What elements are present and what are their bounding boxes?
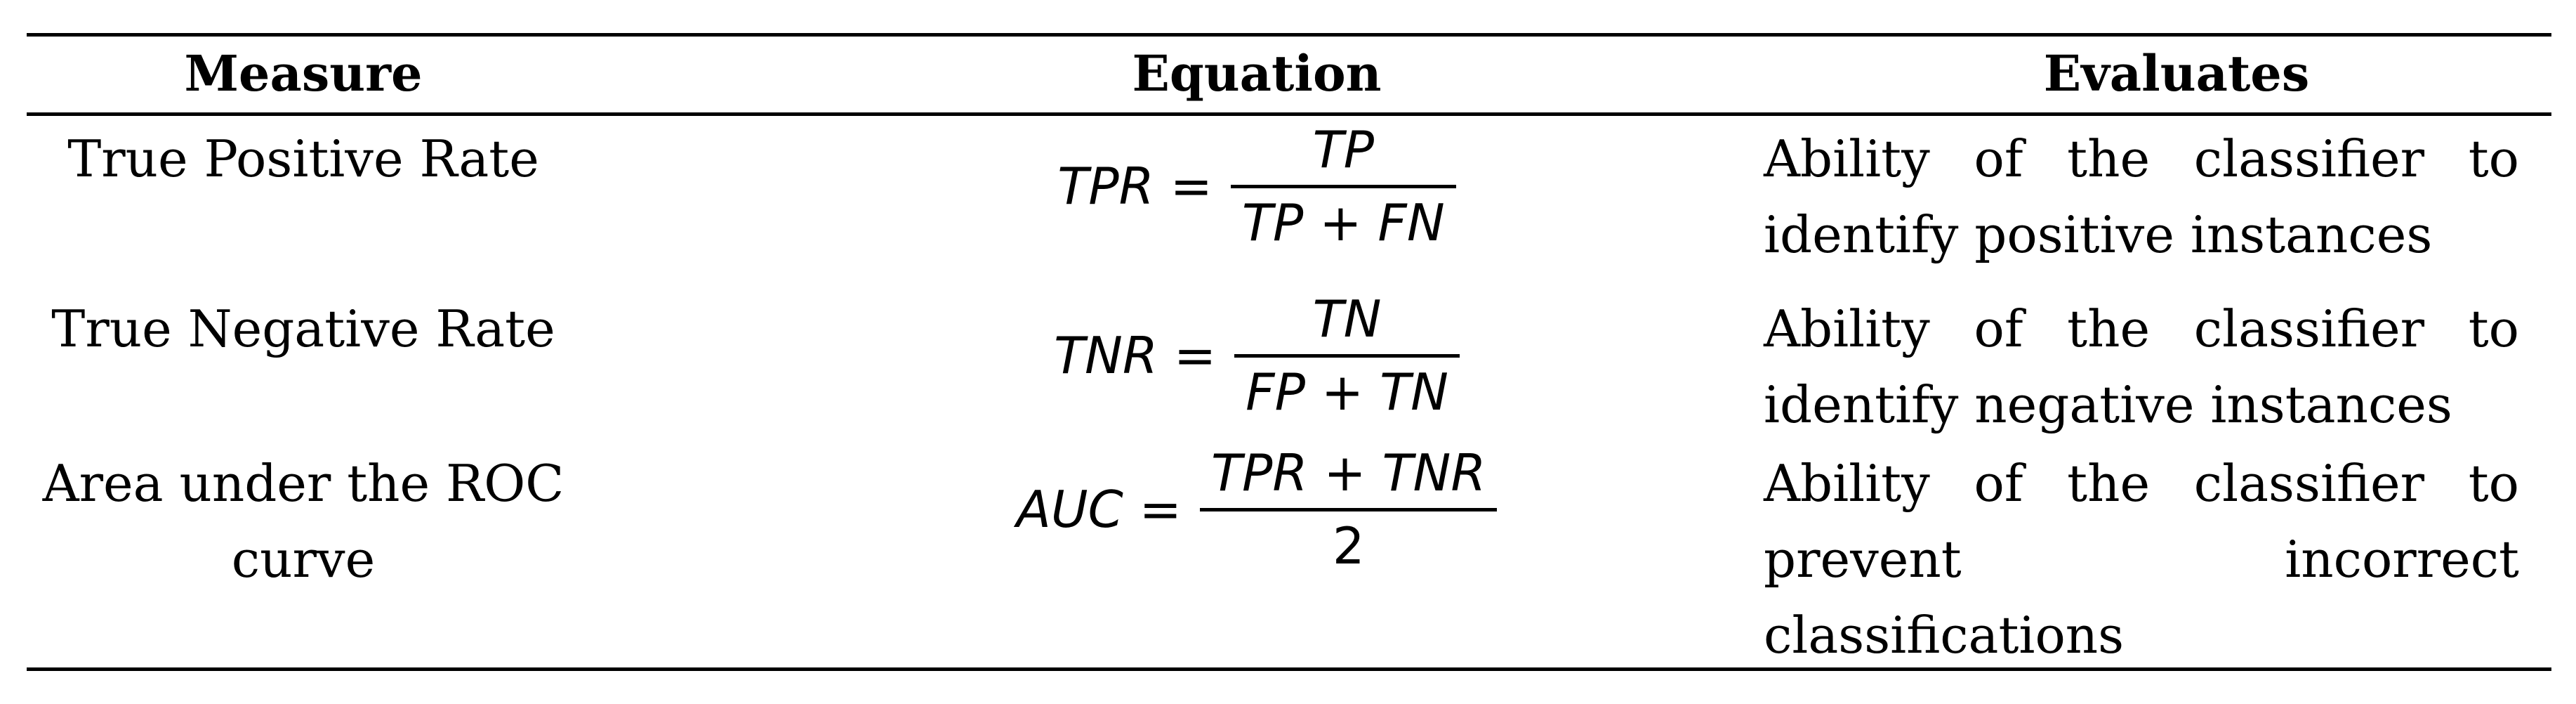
equation-fraction: TP TP + FN [1230,119,1456,252]
table-bottom-rule [27,667,2551,671]
header-equation: Equation [1132,44,1382,103]
fraction-bar [1200,507,1498,511]
fraction-bar [1234,353,1460,358]
row-3-equation: AUC = TPR + TNR 2 [772,436,1741,583]
row-1-evaluates: Ability of the classifier to identify po… [1764,129,2519,264]
equation-fraction: TN FP + TN [1234,289,1460,422]
row-2-measure: True Negative Rate [51,299,555,358]
equation-lhs: TPR = [1057,157,1213,216]
equation-lhs: TNR = [1054,326,1217,385]
row-1-measure: True Positive Rate [67,129,539,188]
row-3-measure: Area under the ROC curve [42,454,564,589]
equation-denominator: 2 [1332,516,1365,575]
equation-fraction: TPR + TNR 2 [1200,443,1498,575]
header-measure: Measure [184,44,423,103]
equation-numerator: TN [1312,289,1382,348]
header-evaluates: Evaluates [2043,44,2310,103]
equation-numerator: TPR + TNR [1211,443,1486,502]
equation-denominator: TP + FN [1241,193,1445,252]
row-2-evaluates: Ability of the classifier to identify ne… [1764,299,2519,434]
table-top-rule [27,33,2551,37]
equation-lhs: AUC = [1016,480,1182,539]
row-1-equation: TPR = TP TP + FN [772,112,1741,260]
row-2-equation: TNR = TN FP + TN [772,281,1741,430]
fraction-bar [1230,184,1456,188]
table-header-rule [27,112,2551,116]
equation-numerator: TP [1312,119,1375,179]
row-3-evaluates: Ability of the classifier to prevent inc… [1764,454,2519,665]
equation-denominator: FP + TN [1246,362,1448,422]
